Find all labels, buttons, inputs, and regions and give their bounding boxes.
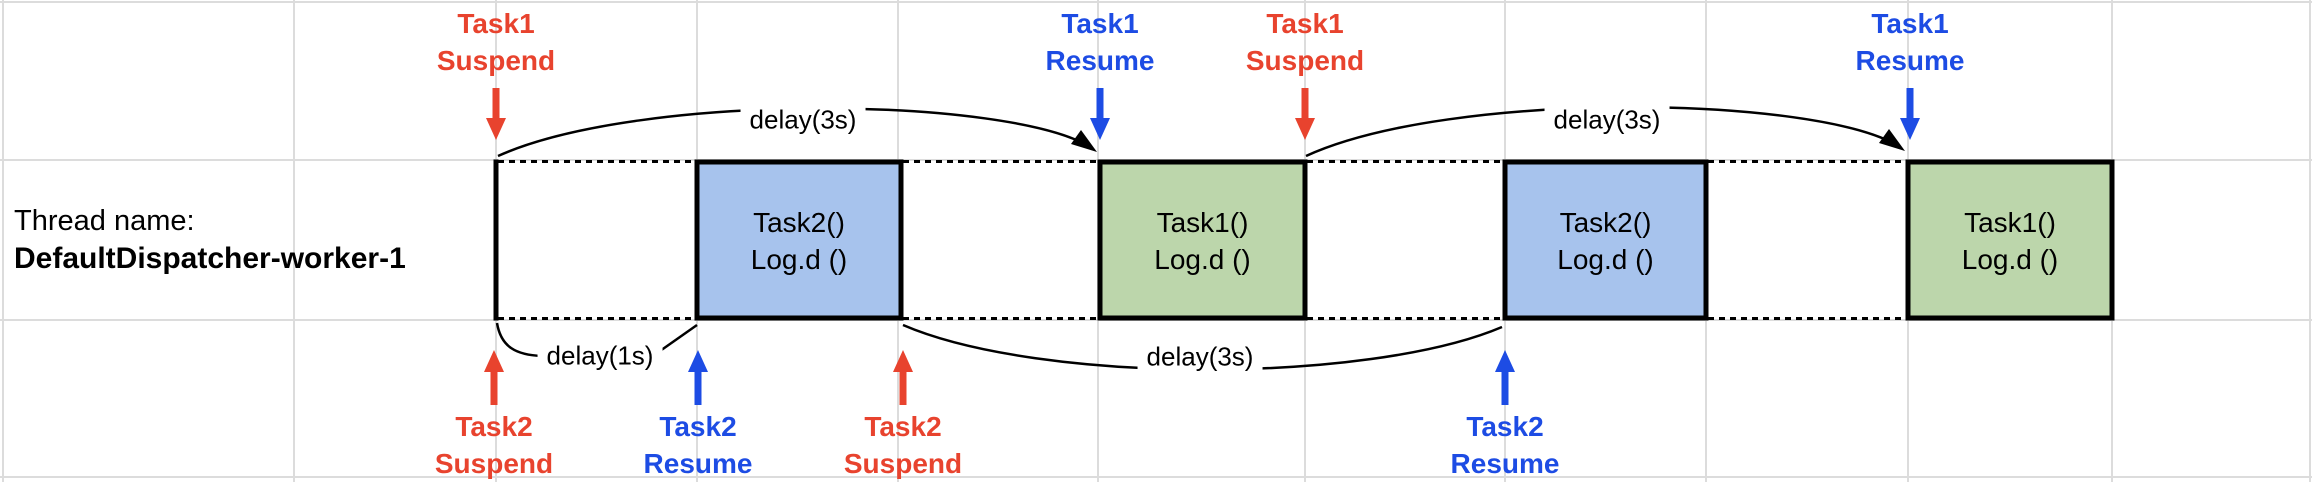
task-box-task1-3 — [1905, 159, 2115, 321]
task-box-task2-0 — [694, 159, 904, 321]
event-top-task1-suspend-arrow — [1295, 88, 1315, 140]
event-top-task1-resume-arrow — [1900, 88, 1920, 140]
event-bottom-task2-resume-arrow — [688, 350, 708, 405]
delay-label-1: delay(3s) — [1544, 103, 1670, 137]
event-bottom-task2-resume-label: Task2 Resume — [643, 411, 753, 479]
event-top-task1-suspend-label: Task1 Suspend — [436, 8, 556, 76]
task-box-task1-1 — [1097, 159, 1308, 321]
thread-name-value: DefaultDispatcher-worker-1 — [14, 242, 406, 275]
idle-dotted-lines — [498, 160, 1908, 320]
thread-name-label: Thread name: DefaultDispatcher-worker-1 — [14, 202, 406, 278]
event-bottom-task2-resume-label: Task2 Resume — [1450, 411, 1560, 479]
event-arrows — [484, 88, 1920, 405]
task-box-label-2: Task2() Log.d () — [1557, 207, 1654, 275]
delay1s-line-right — [659, 323, 698, 353]
event-bottom-task2-suspend-arrow — [893, 350, 913, 405]
delay-arc-arrowheads — [1071, 129, 1905, 152]
task-boxes — [694, 159, 2115, 321]
thread-name-caption: Thread name: — [14, 205, 195, 237]
delay-label-0: delay(3s) — [740, 103, 866, 137]
event-top-task1-resume-arrow — [1090, 88, 1110, 140]
event-bottom-task2-suspend-label: Task2 Suspend — [843, 411, 963, 479]
task-box-label-3: Task1() Log.d () — [1961, 207, 2059, 275]
task-box-task2-2 — [1502, 159, 1709, 321]
event-bottom-task2-suspend-label: Task2 Suspend — [434, 411, 554, 479]
task-box-label-0: Task2() Log.d () — [750, 207, 848, 275]
event-top-task1-resume-label: Task1 Resume — [1855, 8, 1965, 76]
task-box-label-1: Task1() Log.d () — [1154, 207, 1251, 275]
event-top-task1-suspend-arrow — [486, 88, 506, 140]
delay-label-3: delay(3s) — [1137, 340, 1263, 374]
delay-label-2: delay(1s) — [537, 339, 663, 373]
event-bottom-task2-suspend-arrow — [484, 350, 504, 405]
event-bottom-task2-resume-arrow — [1495, 350, 1515, 405]
delay1s-arc-left — [495, 322, 543, 358]
event-top-task1-resume-label: Task1 Resume — [1045, 8, 1155, 76]
event-top-task1-suspend-label: Task1 Suspend — [1245, 8, 1365, 76]
